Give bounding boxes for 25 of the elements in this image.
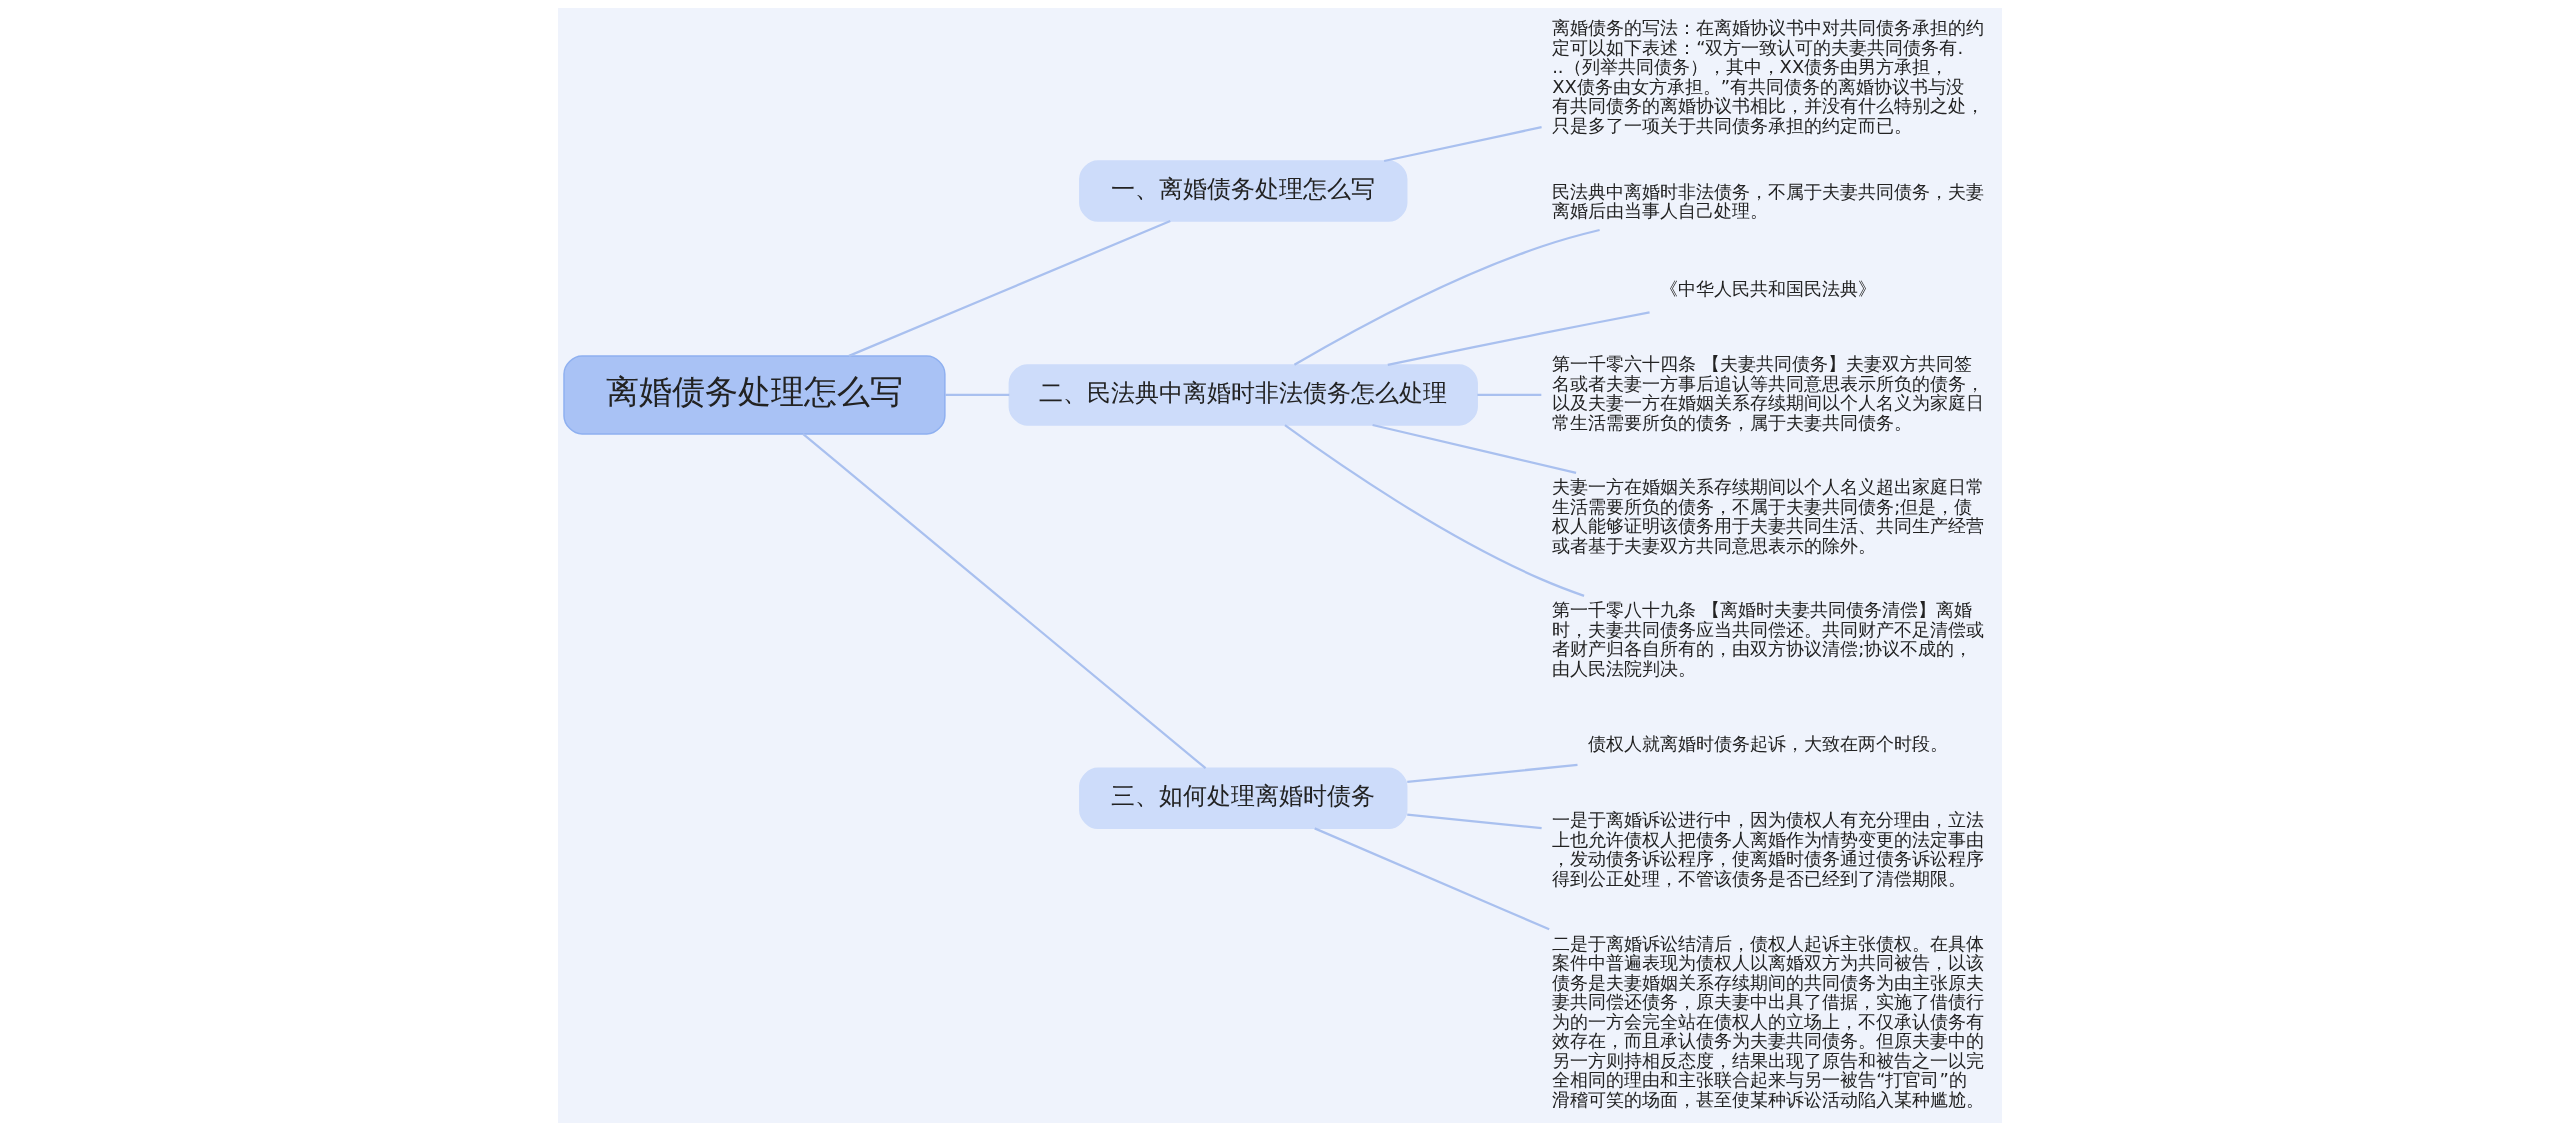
connector [1372,423,1577,474]
connector [1407,813,1542,830]
node-text: 二是于离婚诉讼结清后，债权人起诉主张债权。在具体案件中普遍表现为债权人以离婚双方为共同被告，以该债务是夫妻婚姻关系存续期间的共同债务为由主张原夫妻共同偿还债务，原夫妻中出具了借据，实施了借债行为的一方会完全站在债权人的立场上，不仅承认债务有效存在，而且承认债务为夫妻共同债务。但原夫妻中的另一方则持相反态度，结果出现了原告和被告之一以完全相同的理由和主张联合起来与另一被告“打官司”的滑稽可笑的场面，甚至使某种诉讼活动陷入某种尴尬。 [1552,932,1985,1110]
connector [945,393,1010,397]
node-text: 第一千零八十九条 【离婚时夫妻共同债务清偿】离婚时，夫妻共同债务应当共同偿还。共同财产不足清偿或者财产归各自所有的，由双方协议清偿;协议不成的，由人民法院判决。 [1552,599,1985,679]
connector [848,219,1171,357]
node-text: 离婚债务的写法：在离婚协议书中对共同债务承担的约定可以如下表述：“双方一致认可的夫妻共同债务有...（列举共同债务），其中，XX债务由男方承担，XX债务由女方承担。”有共同债务的离婚协议书与没有共同债务的离婚协议书相比，并没有什么特别之处，只是多了一项关于共同债务承担的约定而已。 [1552,17,1985,136]
connector [1407,763,1578,784]
node-box: 离婚债务处理怎么写 [563,355,946,435]
node-box: 三、如何处理离婚时债务 [1079,767,1408,830]
node-box: 一、离婚债务处理怎么写 [1079,160,1408,222]
connector [1477,393,1542,397]
node-text: 债权人就离婚时债务起诉，大致在两个时段。 [1588,733,1949,755]
node-text: 《中华人民共和国民法典》 [1660,277,1877,299]
node-text: 民法典中离婚时非法债务，不属于夫妻共同债务，夫妻离婚后由当事人自己处理。 [1552,180,1985,222]
connector [802,433,1207,770]
connector [1293,228,1600,366]
node-text: 一是于离婚诉讼进行中，因为债权人有充分理由，立法上也允许债权人把债务人离婚作为情势变更的法定事由，发动债务诉讼程序，使离婚时债务通过债务诉讼程序得到公正处理，不管该债务是否已经到了清偿期限。 [1552,809,1985,889]
connector [1387,311,1650,366]
connector [1383,126,1542,163]
node-text: 夫妻一方在婚姻关系存续期间以个人名义超出家庭日常生活需要所负的债务，不属于夫妻共同债务;但是，债权人能够证明该债务用于夫妻共同生活、共同生产经营或者基于夫妻双方共同意思表示的除外。 [1552,476,1985,556]
connector [1314,827,1550,931]
node-box: 二、民法典中离婚时非法债务怎么处理 [1008,364,1478,426]
connector [1284,424,1585,597]
node-text: 第一千零六十四条 【夫妻共同债务】夫妻双方共同签名或者夫妻一方事后追认等共同意思表示所负的债务，以及夫妻一方在婚姻关系存续期间以个人名义为家庭日常生活需要所负的债务，属于夫妻共同债务。 [1552,353,1985,433]
